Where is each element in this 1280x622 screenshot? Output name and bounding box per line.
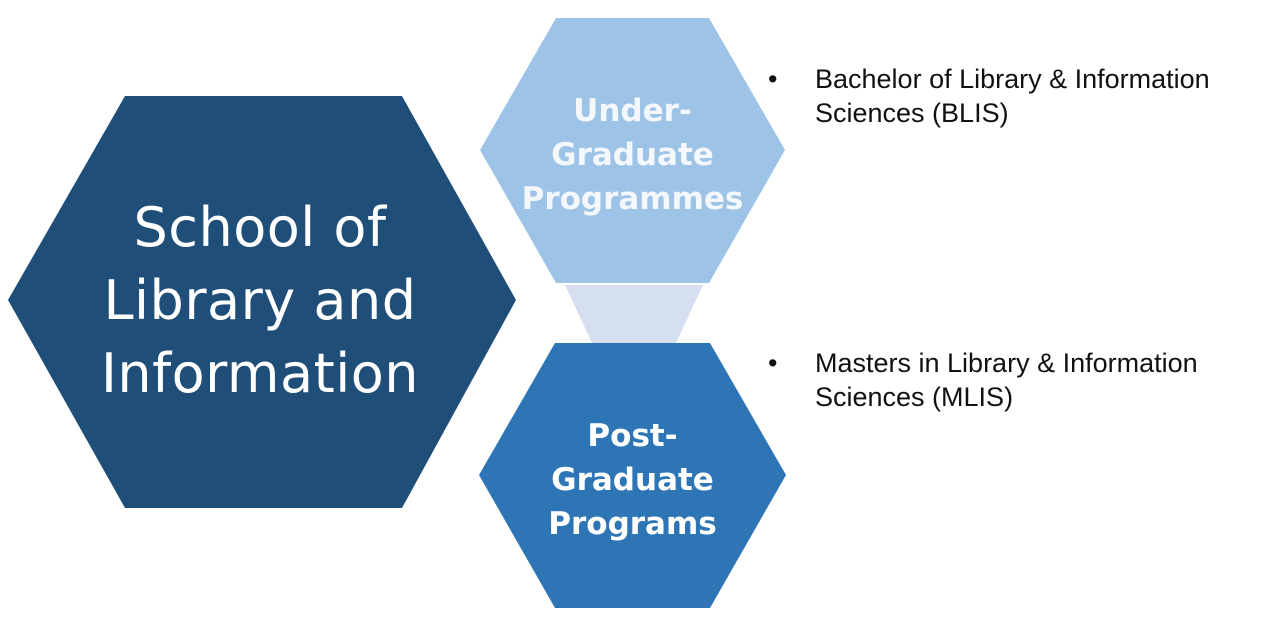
undergraduate-hexagon	[480, 18, 785, 283]
main-label-line: School of	[133, 195, 387, 259]
main-hexagon	[8, 96, 516, 508]
postgraduate-hexagon-label: Post- Graduate Programs	[500, 395, 765, 565]
postgraduate-programme-text: Masters in Library & Information Science…	[815, 348, 1198, 412]
postgraduate-label-line: Programs	[548, 506, 717, 542]
undergraduate-label-line: Programmes	[521, 181, 744, 217]
undergraduate-programme-text: Bachelor of Library & Information Scienc…	[815, 64, 1210, 128]
postgraduate-label-line: Post-	[587, 418, 678, 454]
bullet-icon: •	[768, 348, 778, 378]
postgraduate-label-line: Graduate	[551, 462, 714, 498]
list-item: • Masters in Library & Information Scien…	[768, 346, 1275, 414]
postgraduate-hexagon	[479, 343, 786, 608]
undergraduate-label-line: Graduate	[551, 137, 714, 173]
main-label-line: Information	[100, 341, 420, 405]
bullet-icon: •	[768, 64, 778, 94]
postgraduate-programme-list: • Masters in Library & Information Scien…	[768, 346, 1275, 414]
undergraduate-hexagon-label: Under- Graduate Programmes	[500, 70, 765, 240]
list-item: • Bachelor of Library & Information Scie…	[768, 62, 1275, 130]
connector-trapezoid	[565, 285, 703, 343]
undergraduate-programme-list: • Bachelor of Library & Information Scie…	[768, 62, 1275, 130]
undergraduate-label-line: Under-	[573, 93, 692, 129]
main-label-line: Library and	[103, 268, 417, 332]
main-hexagon-label: School of Library and Information	[60, 150, 460, 450]
